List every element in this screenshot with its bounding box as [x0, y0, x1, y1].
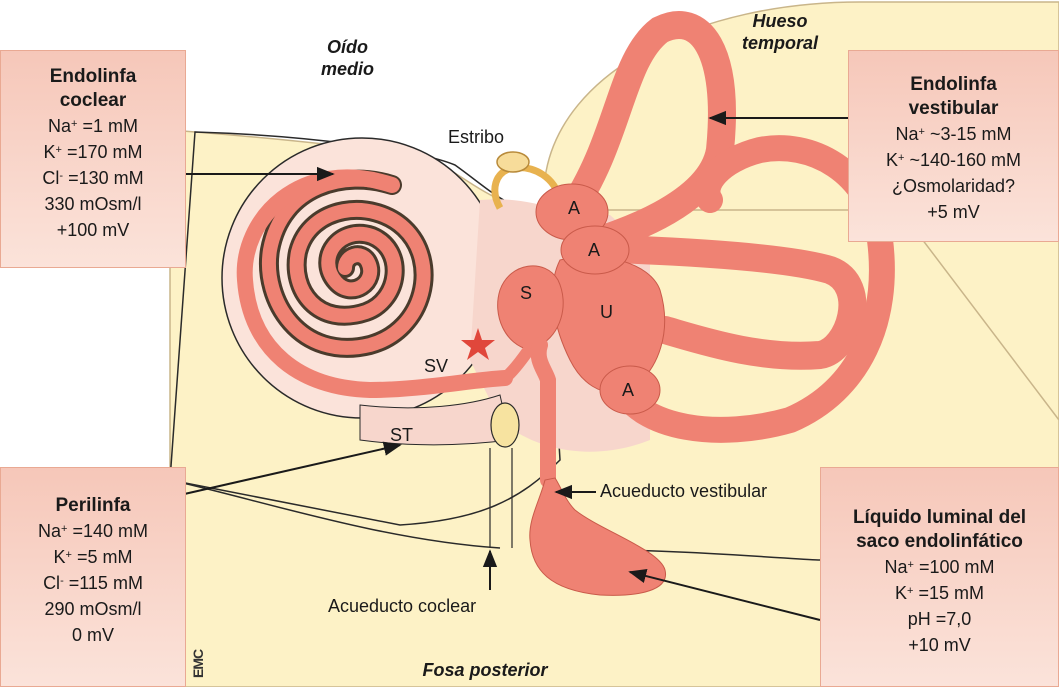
lateral-semicircular-canal [571, 234, 867, 370]
box-line: ¿Osmolaridad? [891, 176, 1016, 196]
box-line: 330 mOsm/l [44, 194, 142, 214]
saccule-label: S [520, 283, 533, 303]
box-title-line: Endolinfa [49, 66, 137, 87]
box-line: K+ =5 mM [53, 547, 133, 567]
box-line: Cl- =115 mM [43, 573, 143, 593]
box-title-line: saco endolinfático [856, 531, 1023, 552]
stapes-label: Estribo [448, 127, 505, 147]
cochlear-duct-outer [236, 169, 513, 399]
perilymph-box: Perilinfa Na+ =140 mM K+ =5 mM Cl- =115 … [0, 467, 186, 687]
posterior-fossa-label: Fosa posterior [422, 660, 548, 680]
box-line: Cl- =130 mM [42, 168, 144, 188]
endolymphatic-sac-box: Líquido luminal del saco endolinfático N… [820, 467, 1059, 687]
box-line: K+ =15 mM [895, 583, 984, 603]
temporal-bone-label-line1: Hueso [752, 11, 808, 31]
box-title-line: Líquido luminal del [852, 507, 1027, 528]
temporal-bone-label: Hueso temporal [720, 10, 840, 54]
middle-ear-label-line2: medio [320, 59, 374, 79]
vestibular-endolymph-title: Endolinfa vestibular [849, 73, 1058, 121]
endolymphatic-duct [530, 337, 556, 488]
cochlear-aqueduct-duct [489, 448, 513, 548]
anterior-semicircular-canal [556, 11, 736, 259]
arrow-perilymph [179, 441, 402, 496]
box-line: +5 mV [927, 202, 980, 222]
vestibular-aqueduct-label: Acueducto vestibular [600, 481, 768, 501]
perilymph-title: Perilinfa [1, 494, 185, 518]
vestibular-endolymph-box: Endolinfa vestibular Na+ ~3-15 mM K+ ~14… [848, 50, 1059, 242]
utricle-label: U [600, 302, 613, 322]
endolymphatic-sac-title: Líquido luminal del saco endolinfático [821, 506, 1058, 554]
cochlear-endolymph-title: Endolinfa coclear [1, 65, 185, 113]
middle-ear-label: Oído medio [300, 36, 395, 80]
cochlear-aqueduct-label: Acueducto coclear [328, 596, 477, 616]
ampulla-label-upper: A [568, 198, 581, 218]
endolymphatic-sac-shape [529, 477, 666, 596]
cochlear-endolymph-box: Endolinfa coclear Na+ =1 mM K+ =170 mM C… [0, 50, 186, 268]
box-line: +10 mV [908, 635, 971, 655]
reuniens-duct [501, 344, 535, 383]
box-title-line: Endolinfa [910, 74, 997, 95]
box-line: 0 mV [71, 625, 114, 645]
posterior-semicircular-canal [607, 135, 895, 443]
box-title-line: vestibular [908, 98, 999, 119]
saccule-shape [497, 265, 564, 351]
ampulla-label-lower: A [622, 380, 635, 400]
box-line: 290 mOsm/l [44, 599, 142, 619]
round-window [490, 402, 520, 448]
temporal-bone-label-line2: temporal [741, 33, 819, 53]
box-line: Na+ =140 mM [38, 521, 148, 541]
ampulla-middle-shape [560, 225, 630, 275]
middle-ear-label-line1: Oído [327, 37, 368, 57]
scala-vestibuli-label: SV [424, 356, 449, 376]
box-line: Na+ ~3-15 mM [895, 124, 1012, 144]
box-line: K+ ~140-160 mM [885, 150, 1021, 170]
ampulla-lower-shape [599, 365, 661, 415]
box-title-line: Perilinfa [55, 495, 131, 516]
box-line: Na+ =100 mM [884, 557, 995, 577]
box-title-line: coclear [59, 90, 127, 111]
ampulla-label-middle: A [588, 240, 601, 260]
scala-tympani-label: ST [390, 425, 414, 445]
emc-logo: EMC [190, 649, 206, 678]
stapes-head [496, 151, 530, 173]
box-line: +100 mV [56, 220, 130, 240]
box-line: Na+ =1 mM [48, 116, 138, 136]
arrow-endolymphatic-sac [628, 568, 821, 621]
star-marker-icon [461, 328, 495, 360]
box-line: pH =7,0 [907, 609, 972, 629]
cochlear-duct [261, 172, 431, 355]
box-line: K+ =170 mM [43, 142, 143, 162]
